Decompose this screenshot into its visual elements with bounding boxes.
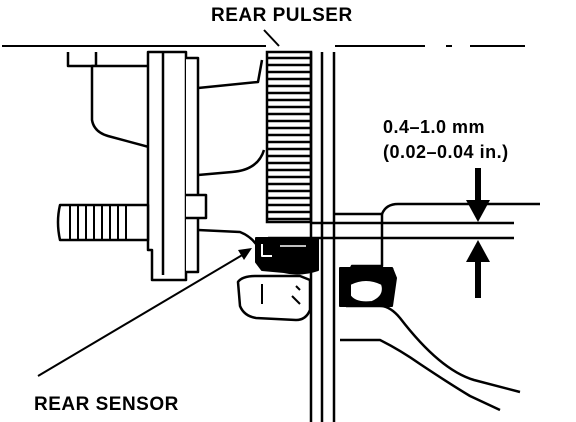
hub-assembly	[66, 50, 266, 282]
pulser-ring	[265, 50, 313, 224]
leader-lines	[37, 29, 280, 377]
clearance-metric-label: 0.4–1.0 mm	[383, 117, 486, 137]
wheel-stud	[56, 203, 150, 242]
rear-sensor-label: REAR SENSOR	[34, 394, 179, 415]
sensor-body	[236, 237, 319, 322]
mounting-nut	[339, 267, 397, 307]
rear-pulser-label: REAR PULSER	[211, 5, 353, 26]
clearance-imperial-label: (0.02–0.04 in.)	[383, 142, 509, 162]
air-gap-reference-lines	[268, 221, 514, 240]
clearance-arrows	[466, 168, 490, 298]
